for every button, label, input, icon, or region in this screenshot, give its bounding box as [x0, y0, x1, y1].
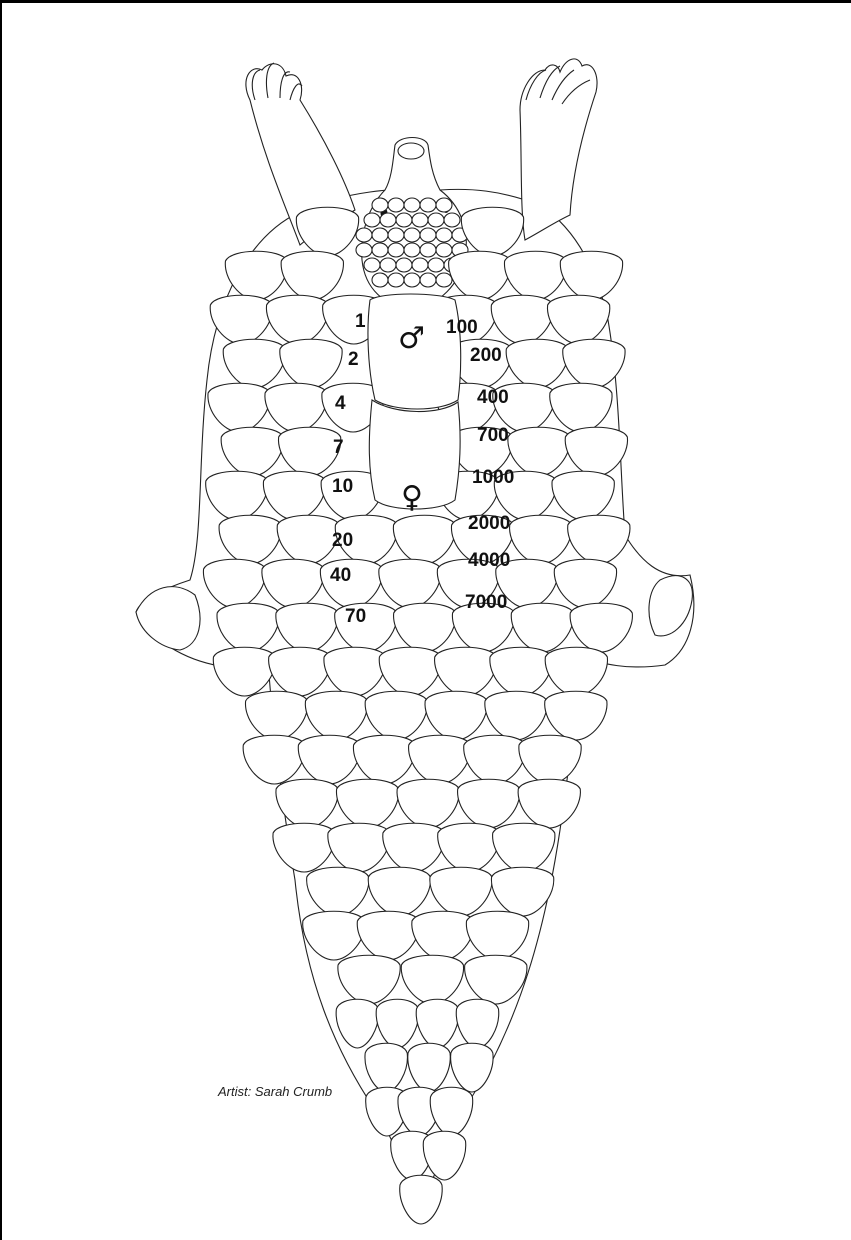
right-scale-label: 200	[470, 345, 502, 366]
head-scale	[436, 243, 452, 257]
head-scale	[380, 258, 396, 272]
head-scale	[412, 213, 428, 227]
male-symbol: ♂	[398, 321, 425, 356]
head-scale	[444, 213, 460, 227]
head-scale	[436, 228, 452, 242]
head-scale	[436, 273, 452, 287]
left-scale-label: 2	[348, 349, 359, 370]
left-scale-label: 1	[355, 311, 366, 332]
head-scale	[356, 243, 372, 257]
head-scale	[404, 273, 420, 287]
head-scale	[420, 243, 436, 257]
left-scale-label: 4	[335, 393, 346, 414]
head-scale	[372, 228, 388, 242]
head-scale	[404, 228, 420, 242]
head-scale	[396, 213, 412, 227]
head-scale	[388, 198, 404, 212]
female-symbol: ♀	[401, 480, 423, 515]
artist-credit: Artist: Sarah Crumb	[217, 1084, 332, 1099]
right-scale-label: 2000	[468, 513, 510, 534]
nose	[398, 143, 424, 159]
left-scale-label: 7	[333, 437, 344, 458]
body-scale	[213, 647, 275, 696]
head-scale	[388, 228, 404, 242]
head-scale	[428, 213, 444, 227]
head-scale	[372, 273, 388, 287]
head-scale	[364, 258, 380, 272]
right-scale-label: 4000	[468, 550, 510, 571]
head-scale	[372, 198, 388, 212]
right-scale-label: 100	[446, 317, 478, 338]
head-scale	[396, 258, 412, 272]
head-scale	[420, 273, 436, 287]
head-scale	[388, 243, 404, 257]
right-scale-label: 7000	[465, 592, 507, 613]
head-scale	[380, 213, 396, 227]
head-scale	[420, 228, 436, 242]
head-scale	[404, 198, 420, 212]
left-scale-label: 40	[330, 565, 351, 586]
left-hindfoot	[136, 587, 200, 650]
head-scale	[428, 258, 444, 272]
head-scale	[372, 243, 388, 257]
head-scale	[356, 228, 372, 242]
head-scale	[420, 198, 436, 212]
head-scale	[436, 198, 452, 212]
right-scale-label: 1000	[472, 467, 514, 488]
body-scale	[400, 1175, 442, 1224]
left-scale-label: 10	[332, 476, 353, 497]
left-scale-label: 20	[332, 530, 353, 551]
right-scale-label: 400	[477, 387, 509, 408]
head-scale	[404, 243, 420, 257]
head-scale	[412, 258, 428, 272]
head-scale	[388, 273, 404, 287]
left-scale-label: 70	[345, 606, 366, 627]
head-scale	[364, 213, 380, 227]
right-scale-label: 700	[477, 425, 509, 446]
